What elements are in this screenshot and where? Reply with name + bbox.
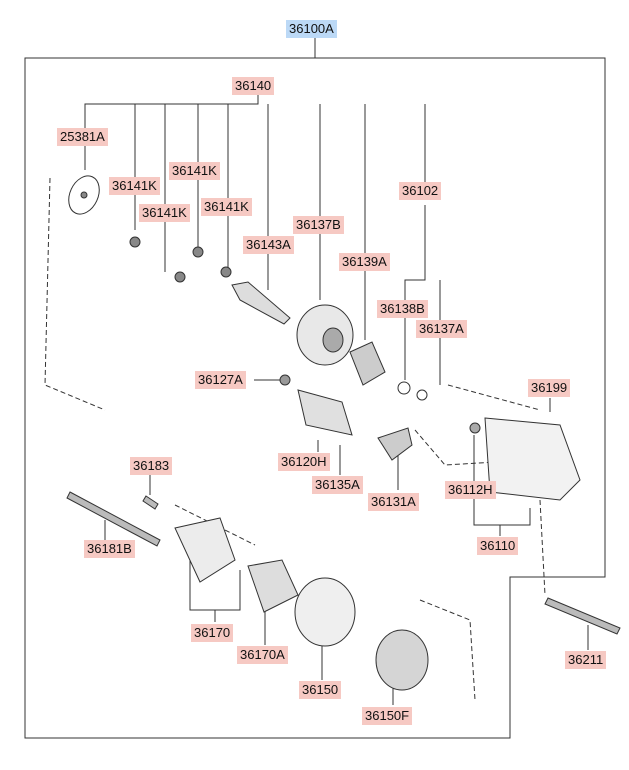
magnetic-switch [297, 389, 353, 436]
part-label-36141K[interactable]: 36141K [139, 204, 190, 222]
part-label-36127A[interactable]: 36127A [195, 371, 246, 389]
leader-36170 [189, 560, 241, 622]
brush-holder [247, 559, 299, 613]
part-label-36141K[interactable]: 36141K [201, 198, 252, 216]
part-label-36102[interactable]: 36102 [399, 182, 442, 200]
part-label-36137A[interactable]: 36137A [416, 320, 467, 338]
part-label-36110[interactable]: 36110 [477, 537, 519, 555]
part-label-36183[interactable]: 36183 [130, 457, 173, 475]
lever [377, 427, 413, 461]
leader-36102 [404, 205, 441, 385]
bolt-36211 [544, 597, 621, 635]
part-label-36137B[interactable]: 36137B [293, 216, 344, 234]
front-housing [484, 417, 581, 501]
armature [375, 629, 429, 691]
through-bolt-36181B [66, 491, 161, 547]
part-label-36150[interactable]: 36150 [299, 681, 342, 699]
leader-36112H [473, 435, 531, 536]
part-label-36199[interactable]: 36199 [528, 379, 571, 397]
part-label-36139A[interactable]: 36139A [339, 253, 390, 271]
part-label-36170[interactable]: 36170 [191, 624, 234, 642]
snap-ring [416, 389, 428, 401]
part-label-36100A[interactable]: 36100A [286, 20, 337, 38]
part-label-36112H[interactable]: 36112H [445, 481, 496, 499]
pinion-shaft [231, 281, 291, 325]
part-label-36143A[interactable]: 36143A [243, 236, 294, 254]
pinion-gear [349, 341, 386, 386]
part-label-25381A[interactable]: 25381A [57, 128, 108, 146]
screw-36183 [142, 495, 159, 510]
part-label-36211[interactable]: 36211 [565, 651, 607, 669]
yoke [294, 577, 356, 647]
rear-bracket [174, 517, 236, 583]
guide-bottom [174, 499, 546, 701]
part-label-36150F[interactable]: 36150F [362, 707, 413, 725]
assembly-frame [24, 38, 606, 739]
part-label-36120H[interactable]: 36120H [278, 453, 330, 471]
part-label-36131A[interactable]: 36131A [368, 493, 419, 511]
stop-ring [397, 381, 411, 395]
part-label-36181B[interactable]: 36181B [84, 540, 135, 558]
part-label-36140[interactable]: 36140 [232, 77, 275, 95]
bushing-set [129, 236, 232, 283]
part-label-36141K[interactable]: 36141K [169, 162, 220, 180]
part-label-36141K[interactable]: 36141K [109, 177, 160, 195]
part-label-36135A[interactable]: 36135A [312, 476, 363, 494]
part-label-36138B[interactable]: 36138B [377, 300, 428, 318]
part-label-36170A[interactable]: 36170A [237, 646, 288, 664]
plunger-spring [279, 374, 291, 386]
guide-left [44, 177, 106, 411]
